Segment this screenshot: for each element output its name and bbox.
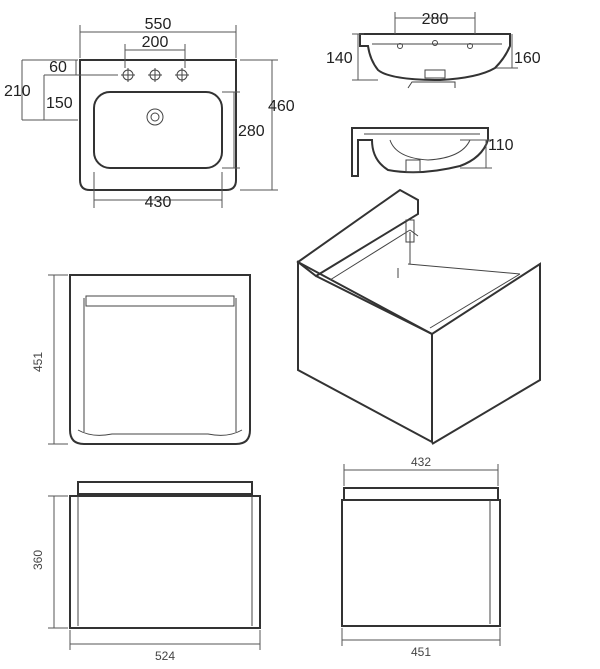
dim-tap-offset: 60	[49, 59, 67, 76]
basin-side-view: 280 140 160	[326, 11, 541, 89]
dim-unit-width-right-bottom: 451	[411, 645, 431, 659]
unit-side-view: 451	[31, 274, 251, 445]
cabinet-isometric-view	[296, 188, 541, 445]
dim-unit-width-front-top: 432	[411, 455, 431, 469]
unit-front-view: 360 524	[31, 481, 261, 663]
dim-bowl-offset: 150	[46, 95, 73, 112]
dim-overflow-height: 210	[4, 83, 31, 100]
basin-section-view: 110	[351, 127, 514, 177]
unit-side-elevation: 432 451	[341, 455, 501, 659]
dim-bowl-width: 430	[145, 194, 172, 211]
dim-tap-spacing: 200	[142, 34, 169, 51]
dim-unit-height-side: 451	[31, 352, 45, 372]
dim-side-width: 280	[422, 11, 449, 28]
dim-unit-height-front: 360	[31, 550, 45, 570]
basin-top-view: 550 200 60 210 150 460 280 430	[4, 16, 295, 211]
dim-bowl-depth: 280	[238, 123, 265, 140]
dim-side-left-height: 140	[326, 50, 353, 67]
dim-basin-width: 550	[145, 16, 172, 33]
dim-section-height: 110	[488, 137, 514, 154]
tap-holes	[121, 68, 189, 82]
dim-basin-depth: 460	[268, 98, 295, 115]
dim-unit-width-front-bottom: 524	[155, 649, 175, 663]
dim-side-right-height: 160	[514, 50, 541, 67]
